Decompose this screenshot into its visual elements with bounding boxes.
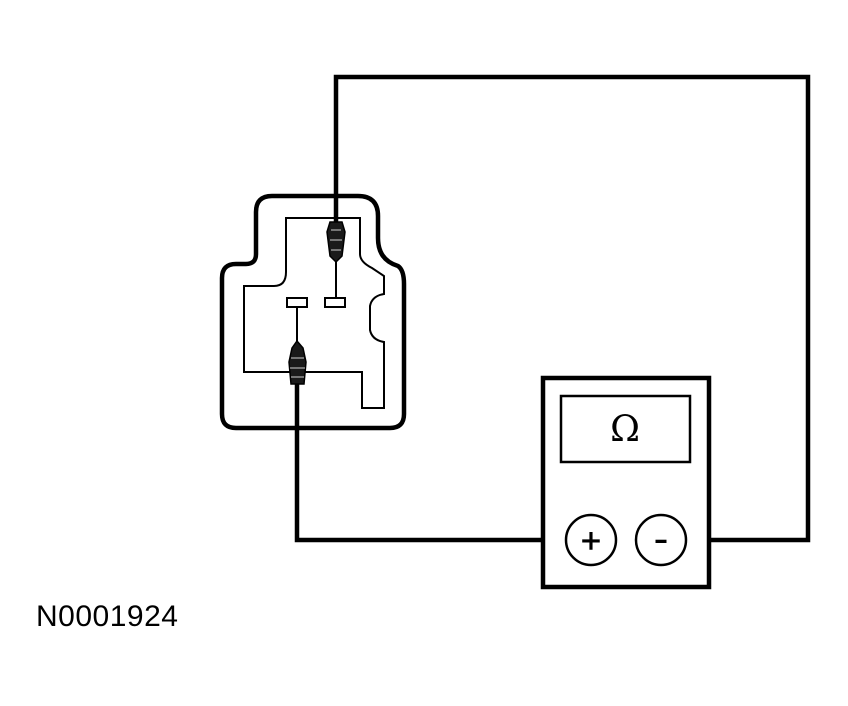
ohm-symbol: Ω — [610, 409, 640, 450]
positive-terminal — [564, 513, 618, 567]
negative-terminal — [634, 513, 688, 567]
probe-tip-left — [288, 339, 307, 385]
terminal-pin-left — [286, 297, 308, 308]
plus-symbol: + — [579, 524, 602, 557]
minus-symbol: – — [654, 523, 668, 556]
test-lead-negative — [333, 74, 811, 543]
connector-housing — [219, 193, 407, 431]
terminal-pin-right — [324, 297, 346, 308]
probe-tip-right — [326, 221, 346, 264]
figure-id-label: N0001924 — [36, 600, 179, 633]
connector-cavity — [243, 217, 385, 409]
test-lead-positive — [294, 384, 566, 543]
ohmmeter-display — [559, 394, 692, 464]
